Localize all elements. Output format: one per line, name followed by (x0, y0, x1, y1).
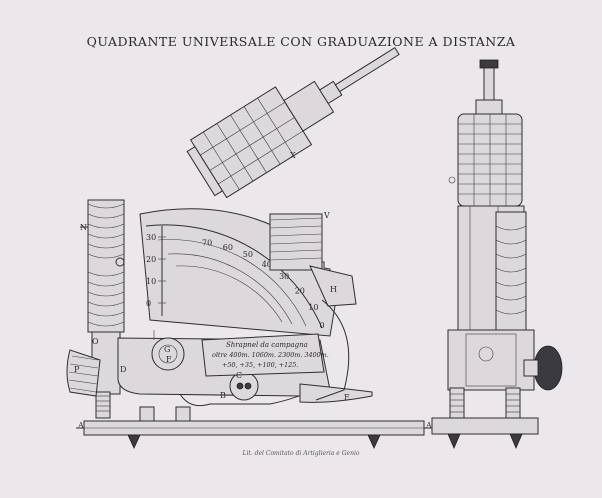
arc-scale-label: 20 (295, 286, 305, 295)
vertical-scale-label: 0 (146, 299, 151, 308)
label-x: X (290, 151, 296, 160)
label-p: P (74, 365, 80, 374)
base-plate (76, 406, 432, 449)
vertical-scale-label: 10 (146, 277, 156, 286)
arc-scale-label: 0 (320, 321, 325, 330)
label-o: O (92, 337, 99, 346)
label-h: H (330, 285, 337, 294)
left-knob (66, 349, 101, 397)
label-v: V (323, 211, 330, 220)
tilted-graduated-drum (186, 47, 400, 199)
label-e: E (344, 393, 350, 402)
label-a-left: A (77, 421, 84, 430)
label-a-right: A (425, 421, 432, 430)
label-b: B (220, 391, 226, 400)
lithographer-credit: Lit. del Comitato di Artiglieria e Genio (242, 450, 360, 457)
label-n: N (80, 223, 87, 232)
spring-coil (269, 213, 357, 401)
inscription-line-3: +50, +35, +100, +125. (222, 361, 298, 369)
inscription-line-2: oltre 400m. 1060m. 2300m. 3400m. (212, 351, 329, 359)
label-g: G (164, 345, 170, 354)
arc-scale-label: 10 (308, 303, 318, 312)
vertical-scale-label: 30 (146, 233, 156, 242)
label-c: C (236, 371, 242, 380)
label-f: F (166, 355, 172, 364)
arc-scale-label: 50 (243, 250, 253, 259)
arc-scale-label: 30 (279, 272, 289, 281)
label-d: D (120, 365, 126, 374)
arc-scale-label: 40 (262, 260, 272, 269)
plate-title: QUADRANTE UNIVERSALE CON GRADUAZIONE A D… (86, 34, 516, 49)
inscription-plate: Shrapnel da campagna oltre 400m. 1060m. … (201, 333, 329, 377)
inscription-line-1: Shrapnel da campagna (226, 341, 308, 349)
arc-scale-label: 60 (223, 243, 233, 252)
vertical-scale-label: 20 (146, 255, 156, 264)
letter-labels: A A N P D G F C E V H B O X (74, 151, 432, 430)
side-elevation (431, 59, 563, 450)
arc-scale-label: 70 (202, 239, 212, 248)
